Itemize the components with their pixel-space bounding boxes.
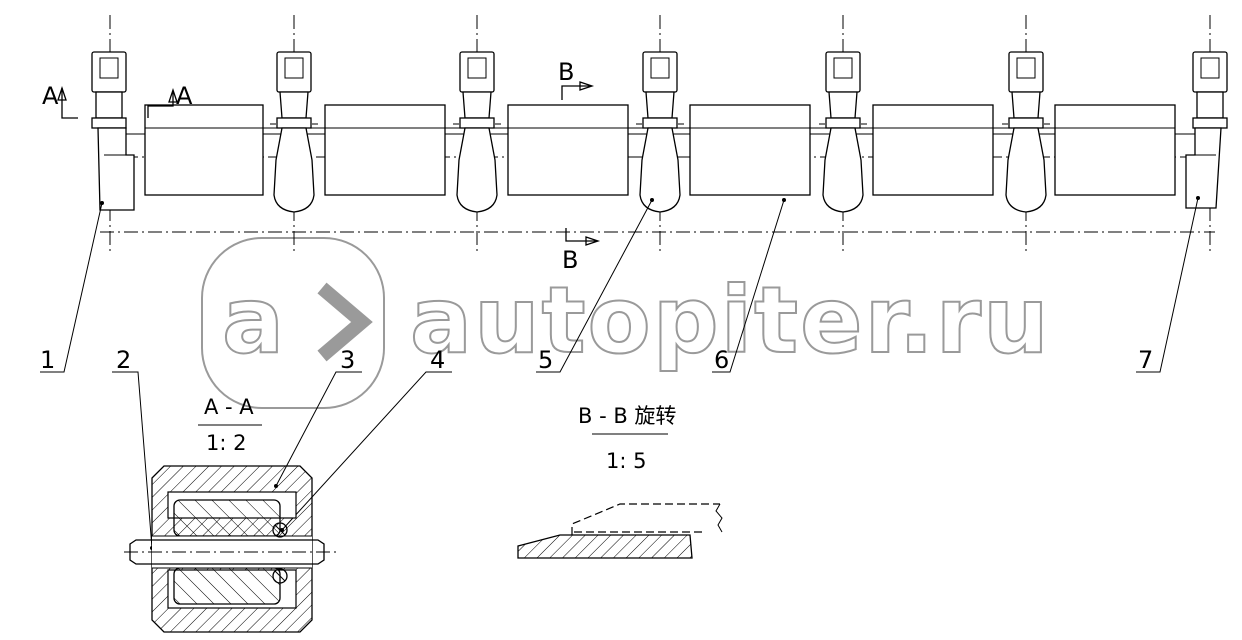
section-b-mark-top: B [558, 58, 574, 86]
blade [1054, 104, 1176, 196]
section-aa-title: A - A 1: 2 [198, 395, 262, 455]
section-b-mark-bottom: B [562, 246, 578, 274]
watermark-logo-frame [201, 237, 385, 409]
watermark-logo-arrow [317, 282, 373, 362]
section-bb-scale: 1: 5 [606, 449, 646, 473]
part-label-1: 1 [40, 346, 55, 374]
guard-finger [270, 51, 318, 213]
watermark: a autopiter.ru [201, 237, 1051, 409]
blade [507, 104, 629, 196]
section-aa-view [124, 465, 340, 633]
section-aa-scale: 1: 2 [206, 431, 246, 455]
section-aa-name: A - A [204, 395, 254, 419]
end-holder-right [1185, 51, 1228, 209]
section-b-marks: B B [558, 58, 601, 274]
part-label-7: 7 [1138, 346, 1153, 374]
section-bb-name: B - B 旋转 [578, 404, 676, 428]
section-a-mark-left: A [42, 82, 59, 110]
part-label-6: 6 [714, 346, 729, 374]
blade [872, 104, 994, 196]
section-bb-title: B - B 旋转 1: 5 [578, 404, 676, 473]
watermark-text: autopiter.ru [410, 267, 1051, 374]
guard-finger [453, 51, 501, 213]
section-bb-view [517, 503, 723, 559]
guard-finger [1002, 51, 1050, 213]
part-label-3: 3 [340, 346, 355, 374]
part-label-2: 2 [116, 346, 131, 374]
end-holder-left [91, 51, 135, 211]
guard-finger [819, 51, 867, 213]
guard-finger [636, 51, 684, 213]
guard-fingers [270, 51, 1050, 213]
part-label-4: 4 [430, 346, 445, 374]
blade [689, 104, 811, 196]
section-a-marks: A A [42, 82, 193, 119]
blades [144, 104, 1176, 196]
watermark-logo-letter: a [222, 267, 286, 374]
section-a-mark-right: A [176, 82, 193, 110]
part-label-5: 5 [538, 346, 553, 374]
blade [324, 104, 446, 196]
blade [144, 104, 264, 196]
